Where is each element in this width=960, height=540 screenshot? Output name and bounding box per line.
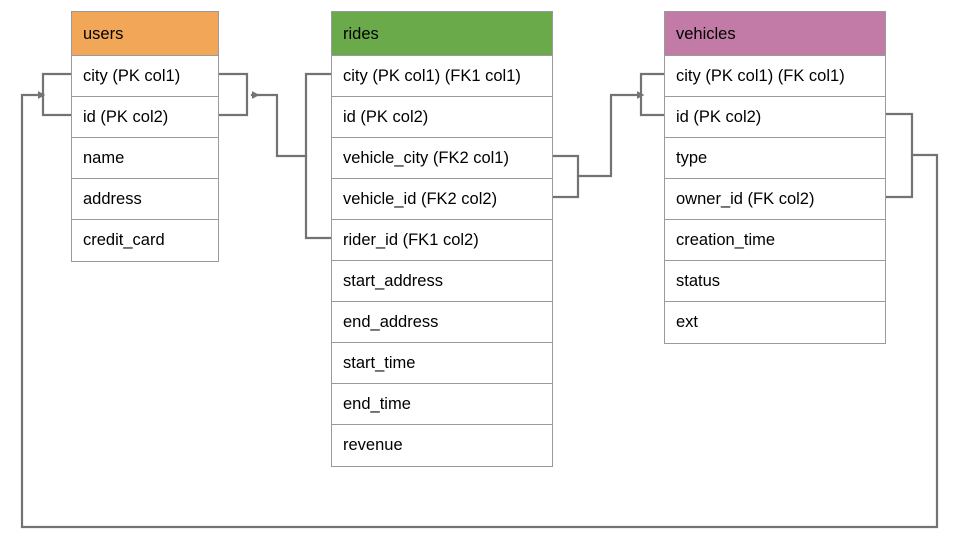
table-vehicles-row-type[interactable]: type [665, 138, 885, 179]
connector-users-right-bracket [217, 72, 249, 117]
table-rides-row-vehicle-id[interactable]: vehicle_id (FK2 col2) [332, 179, 552, 220]
table-rides-row-end-time[interactable]: end_time [332, 384, 552, 425]
table-vehicles-row-owner-id[interactable]: owner_id (FK col2) [665, 179, 885, 220]
table-rides-row-start-time[interactable]: start_time [332, 343, 552, 384]
connector-vehicles-right-bracket [884, 112, 914, 199]
table-vehicles-row-id[interactable]: id (PK col2) [665, 97, 885, 138]
table-users-row-name[interactable]: name [72, 138, 218, 179]
connector-vehicles-left-bracket [639, 72, 666, 117]
connector-rides-left-bracket [304, 72, 333, 240]
table-users-row-address[interactable]: address [72, 179, 218, 220]
table-rides-row-rider-id[interactable]: rider_id (FK1 col2) [332, 220, 552, 261]
table-rides-row-id[interactable]: id (PK col2) [332, 97, 552, 138]
table-vehicles-row-creation-time[interactable]: creation_time [665, 220, 885, 261]
table-vehicles-row-city[interactable]: city (PK col1) (FK col1) [665, 56, 885, 97]
table-vehicles-row-ext[interactable]: ext [676, 313, 699, 331]
table-rides-row-city[interactable]: city (PK col1) (FK1 col1) [332, 56, 552, 97]
table-rides-row-start-address[interactable]: start_address [332, 261, 552, 302]
table-users[interactable]: users city (PK col1) id (PK col2) name a… [71, 11, 219, 262]
connector-users-left-bracket [41, 72, 73, 117]
table-users-row-city[interactable]: city (PK col1) [72, 56, 218, 97]
connector-rides-to-users [250, 91, 308, 158]
table-vehicles-row-status[interactable]: status [665, 261, 885, 302]
table-rides-row-end-address[interactable]: end_address [332, 302, 552, 343]
table-vehicles-header[interactable]: vehicles [665, 12, 885, 56]
connector-rides-to-vehicles [576, 91, 645, 178]
table-rides-row-vehicle-city[interactable]: vehicle_city (FK2 col1) [332, 138, 552, 179]
table-rides[interactable]: rides city (PK col1) (FK1 col1) id (PK c… [331, 11, 553, 467]
table-rides-row-revenue[interactable]: revenue [343, 436, 403, 454]
table-rides-header[interactable]: rides [332, 12, 552, 56]
table-vehicles[interactable]: vehicles city (PK col1) (FK col1) id (PK… [664, 11, 886, 344]
table-users-header[interactable]: users [72, 12, 218, 56]
table-users-row-credit-card[interactable]: credit_card [83, 231, 165, 249]
table-users-row-id[interactable]: id (PK col2) [72, 97, 218, 138]
connector-rides-right-bracket [551, 154, 580, 199]
